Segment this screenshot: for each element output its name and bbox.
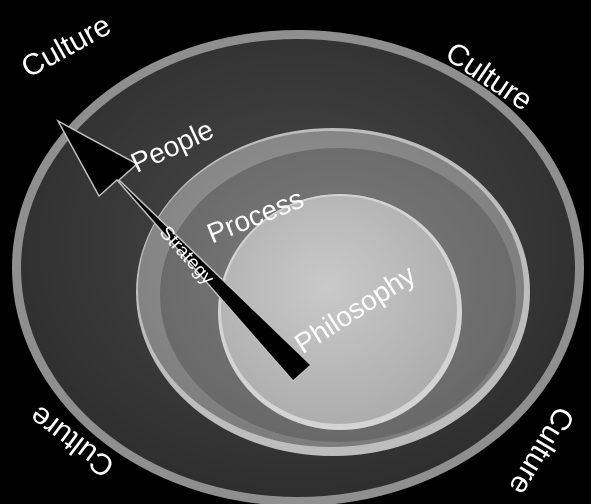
culture-label-top-left: Culture: [16, 9, 117, 85]
strategy-arrow: [56, 119, 313, 383]
